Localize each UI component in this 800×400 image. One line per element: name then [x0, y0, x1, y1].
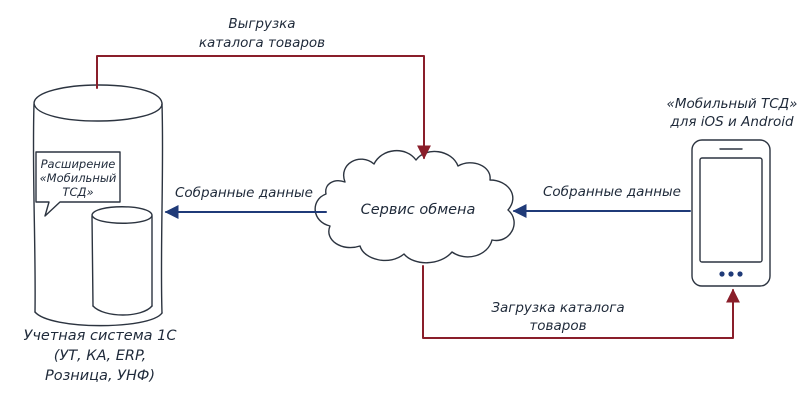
system-title: Учетная система 1С — [24, 328, 178, 344]
import-label-line2: товаров — [529, 318, 586, 334]
mobile-title: «Мобильный ТСД» — [666, 96, 797, 112]
extension-label-line1: Расширение — [41, 157, 116, 171]
export-label-line2: каталога товаров — [199, 35, 325, 51]
mobile-phone-icon — [691, 139, 771, 287]
system-subtitle2: Розница, УНФ) — [45, 368, 155, 384]
service-label: Сервис обмена — [361, 202, 476, 218]
import-label-line1: Загрузка каталога — [491, 300, 624, 316]
extension-label-line3: ТСД» — [62, 185, 93, 199]
exchange-service-cloud: Сервис обмена — [314, 150, 515, 264]
edge-export-catalog: Выгрузка каталога товаров — [96, 16, 431, 160]
mobile-subtitle: для iOS и Android — [669, 114, 794, 130]
inner-database-cylinder — [91, 206, 153, 316]
collected-left-label: Собранные данные — [175, 185, 313, 201]
extension-label-line2: «Мобильный — [40, 171, 117, 185]
extension-note: Расширение «Мобильный ТСД» — [35, 151, 121, 217]
edge-import-catalog: Загрузка каталога товаров — [422, 265, 740, 339]
collected-right-label: Собранные данные — [543, 184, 681, 200]
export-label-line1: Выгрузка — [228, 16, 295, 32]
edge-collected-left: Собранные данные — [164, 185, 327, 219]
accounting-system-cylinder — [32, 84, 164, 327]
system-subtitle: (УТ, КА, ERP, — [54, 348, 147, 364]
edge-collected-right: Собранные данные — [512, 184, 691, 218]
